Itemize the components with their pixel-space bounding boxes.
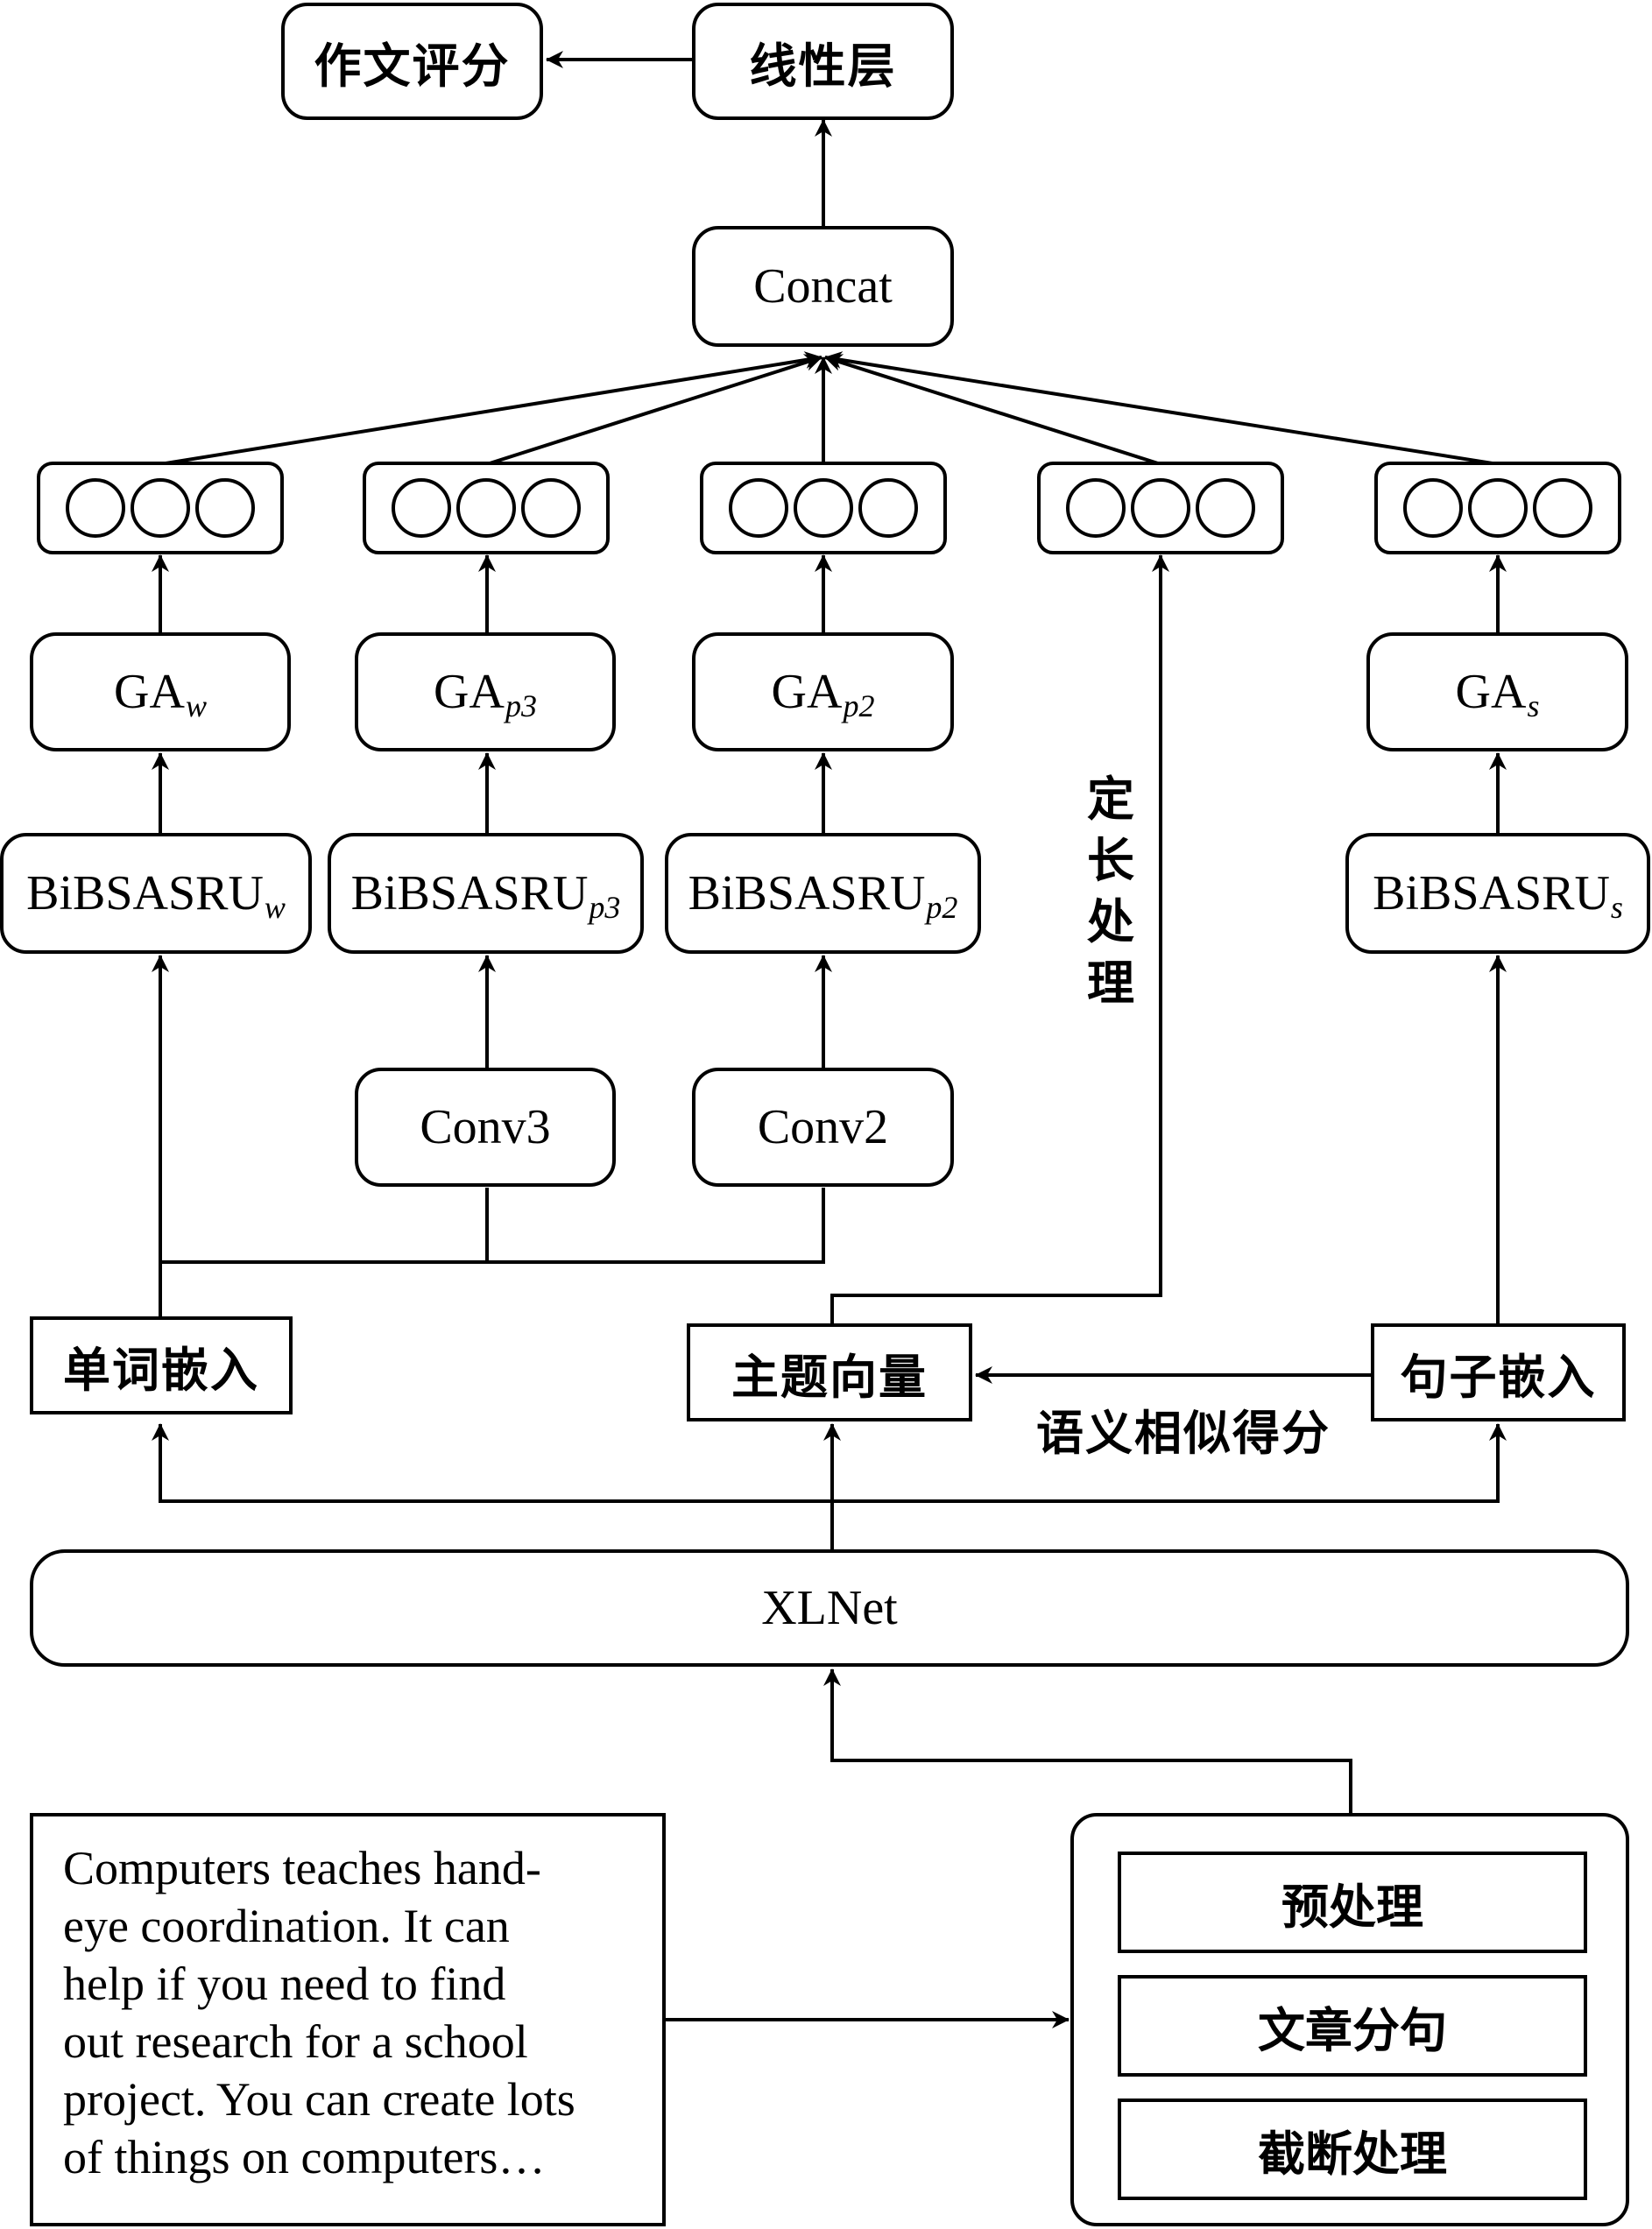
- topic-vector-node: 主题向量: [687, 1323, 972, 1421]
- fixed-length-char: 理: [1087, 956, 1134, 1011]
- bibsasru-p3-base: BiBSASRU: [350, 866, 589, 921]
- output-vector-topic: [1037, 462, 1284, 554]
- ga-w-base: GA: [114, 665, 185, 719]
- neuron: [1533, 478, 1592, 538]
- neuron: [392, 478, 451, 538]
- neuron: [1468, 478, 1528, 538]
- bibsasru-p2-base: BiBSASRU: [688, 866, 926, 921]
- fixed-length-char: 定: [1087, 772, 1134, 827]
- fixed-length-label: 定 长 处 理: [1084, 769, 1137, 1014]
- edge-xlnet-to-sent: [832, 1423, 1507, 1503]
- preprocessing-group: 预处理 文章分句 截断处理: [1070, 1813, 1629, 2226]
- output-vector-w: [37, 462, 284, 554]
- neuron: [1196, 478, 1255, 538]
- word-embedding-node: 单词嵌入: [30, 1316, 293, 1414]
- edge-xlnet-to-word: [152, 1423, 832, 1503]
- essay-line: help if you need to find: [63, 1957, 506, 2010]
- neuron: [195, 478, 255, 538]
- bibsasru-w-base: BiBSASRU: [26, 866, 264, 921]
- bibsasru-s-sub: s: [1610, 890, 1623, 925]
- edge-vec-s-to-concat: [824, 351, 1499, 466]
- ga-w-sub: w: [185, 688, 207, 723]
- essay-line: eye coordination. It can: [63, 1900, 510, 1952]
- bibsasru-p2-sub: p2: [926, 890, 958, 925]
- output-vector-p3: [363, 462, 610, 554]
- edge-vec-w-to-concat: [159, 351, 822, 466]
- ga-p2-sub: p2: [843, 688, 875, 723]
- neuron: [131, 478, 190, 538]
- truncation-step: 截断处理: [1118, 2099, 1587, 2200]
- ga-s-base: GA: [1455, 665, 1527, 719]
- essay-line: project. You can create lots: [63, 2073, 575, 2126]
- semantic-similarity-label: 语义相似得分: [1036, 1406, 1331, 1461]
- concat-node: Concat: [692, 226, 954, 347]
- output-vector-p2: [700, 462, 947, 554]
- sentence-split-step: 文章分句: [1118, 1975, 1587, 2077]
- neuron: [858, 478, 918, 538]
- xlnet-node: XLNet: [30, 1549, 1629, 1667]
- edge-bus-to-conv: [160, 1188, 825, 1264]
- sentence-embedding-node: 句子嵌入: [1371, 1323, 1626, 1421]
- bibsasru-w-sub: w: [264, 890, 286, 925]
- edge-vec-p3-to-concat: [486, 354, 822, 466]
- linear-layer-node: 线性层: [692, 3, 954, 120]
- neuron: [1066, 478, 1126, 538]
- bibsasru-s-base: BiBSASRU: [1373, 866, 1610, 921]
- edge-vec-topic-to-concat: [824, 354, 1161, 466]
- conv3-node: Conv3: [355, 1068, 616, 1187]
- neuron: [794, 478, 853, 538]
- neuron: [456, 478, 516, 538]
- fixed-length-char: 处: [1087, 894, 1134, 949]
- ga-p3-sub: p3: [505, 688, 537, 723]
- essay-text-box: Computers teaches hand- eye coordination…: [30, 1813, 666, 2226]
- neuron: [729, 478, 788, 538]
- bibsasru-p3-sub: p3: [589, 890, 621, 925]
- edge-prep-to-xlnet: [823, 1668, 1352, 1817]
- essay-line: of things on computers…: [63, 2131, 546, 2183]
- preprocess-step: 预处理: [1118, 1852, 1587, 1953]
- neuron: [1131, 478, 1190, 538]
- ga-s-sub: s: [1527, 688, 1540, 723]
- essay-score-node: 作文评分: [281, 3, 543, 120]
- neuron: [1403, 478, 1463, 538]
- ga-p2-base: GA: [771, 665, 843, 719]
- output-vector-s: [1374, 462, 1621, 554]
- essay-line: Computers teaches hand-: [63, 1842, 541, 1894]
- ga-p3-base: GA: [434, 665, 505, 719]
- edge-topic-fixed-length: [830, 554, 1169, 1323]
- conv2-node: Conv2: [692, 1068, 954, 1187]
- fixed-length-char: 长: [1087, 833, 1134, 888]
- essay-line: out research for a school: [63, 2015, 528, 2068]
- neuron: [521, 478, 581, 538]
- neuron: [66, 478, 125, 538]
